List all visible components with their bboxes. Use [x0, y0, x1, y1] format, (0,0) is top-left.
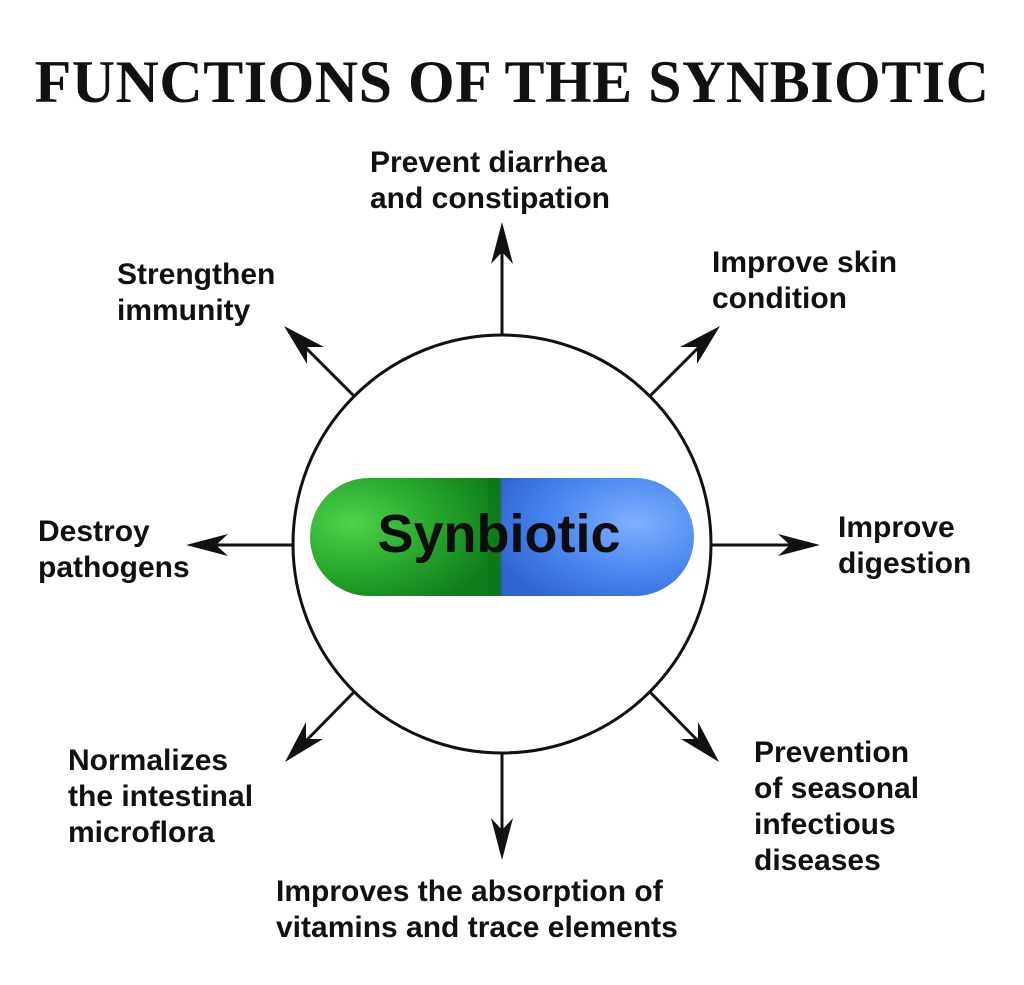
arrow-bottom-left	[285, 690, 356, 762]
capsule-divider	[488, 478, 502, 596]
label-microflora: Normalizes the intestinal microflora	[68, 744, 254, 849]
label-prevent-diarrhea: Prevent diarrhea and constipation	[370, 146, 610, 215]
capsule	[310, 478, 694, 596]
capsule-blue-half	[500, 478, 694, 596]
label-strengthen-immunity: Strengthen immunity	[117, 258, 276, 327]
arrow-top-right	[648, 326, 720, 398]
label-destroy-pathogens: Destroy pathogens	[38, 515, 190, 584]
capsule-label: Synbiotic	[377, 504, 621, 564]
label-seasonal-diseases: Prevention of seasonal infectious diseas…	[754, 736, 920, 877]
arrow-bottom-right	[648, 690, 719, 762]
arrow-left	[186, 534, 293, 556]
label-absorption: Improves the absorption of vitamins and …	[276, 875, 678, 944]
arrow-top-left	[284, 326, 356, 398]
capsule-green-half	[310, 478, 502, 596]
arrow-top	[491, 222, 513, 335]
page-title: FUNCTIONS OF THE SYNBIOTIC	[34, 49, 990, 115]
label-improve-digestion: Improve digestion	[838, 511, 972, 580]
label-improve-skin: Improve skin condition	[712, 246, 898, 315]
arrow-bottom	[491, 753, 513, 860]
arrow-right	[711, 534, 820, 556]
